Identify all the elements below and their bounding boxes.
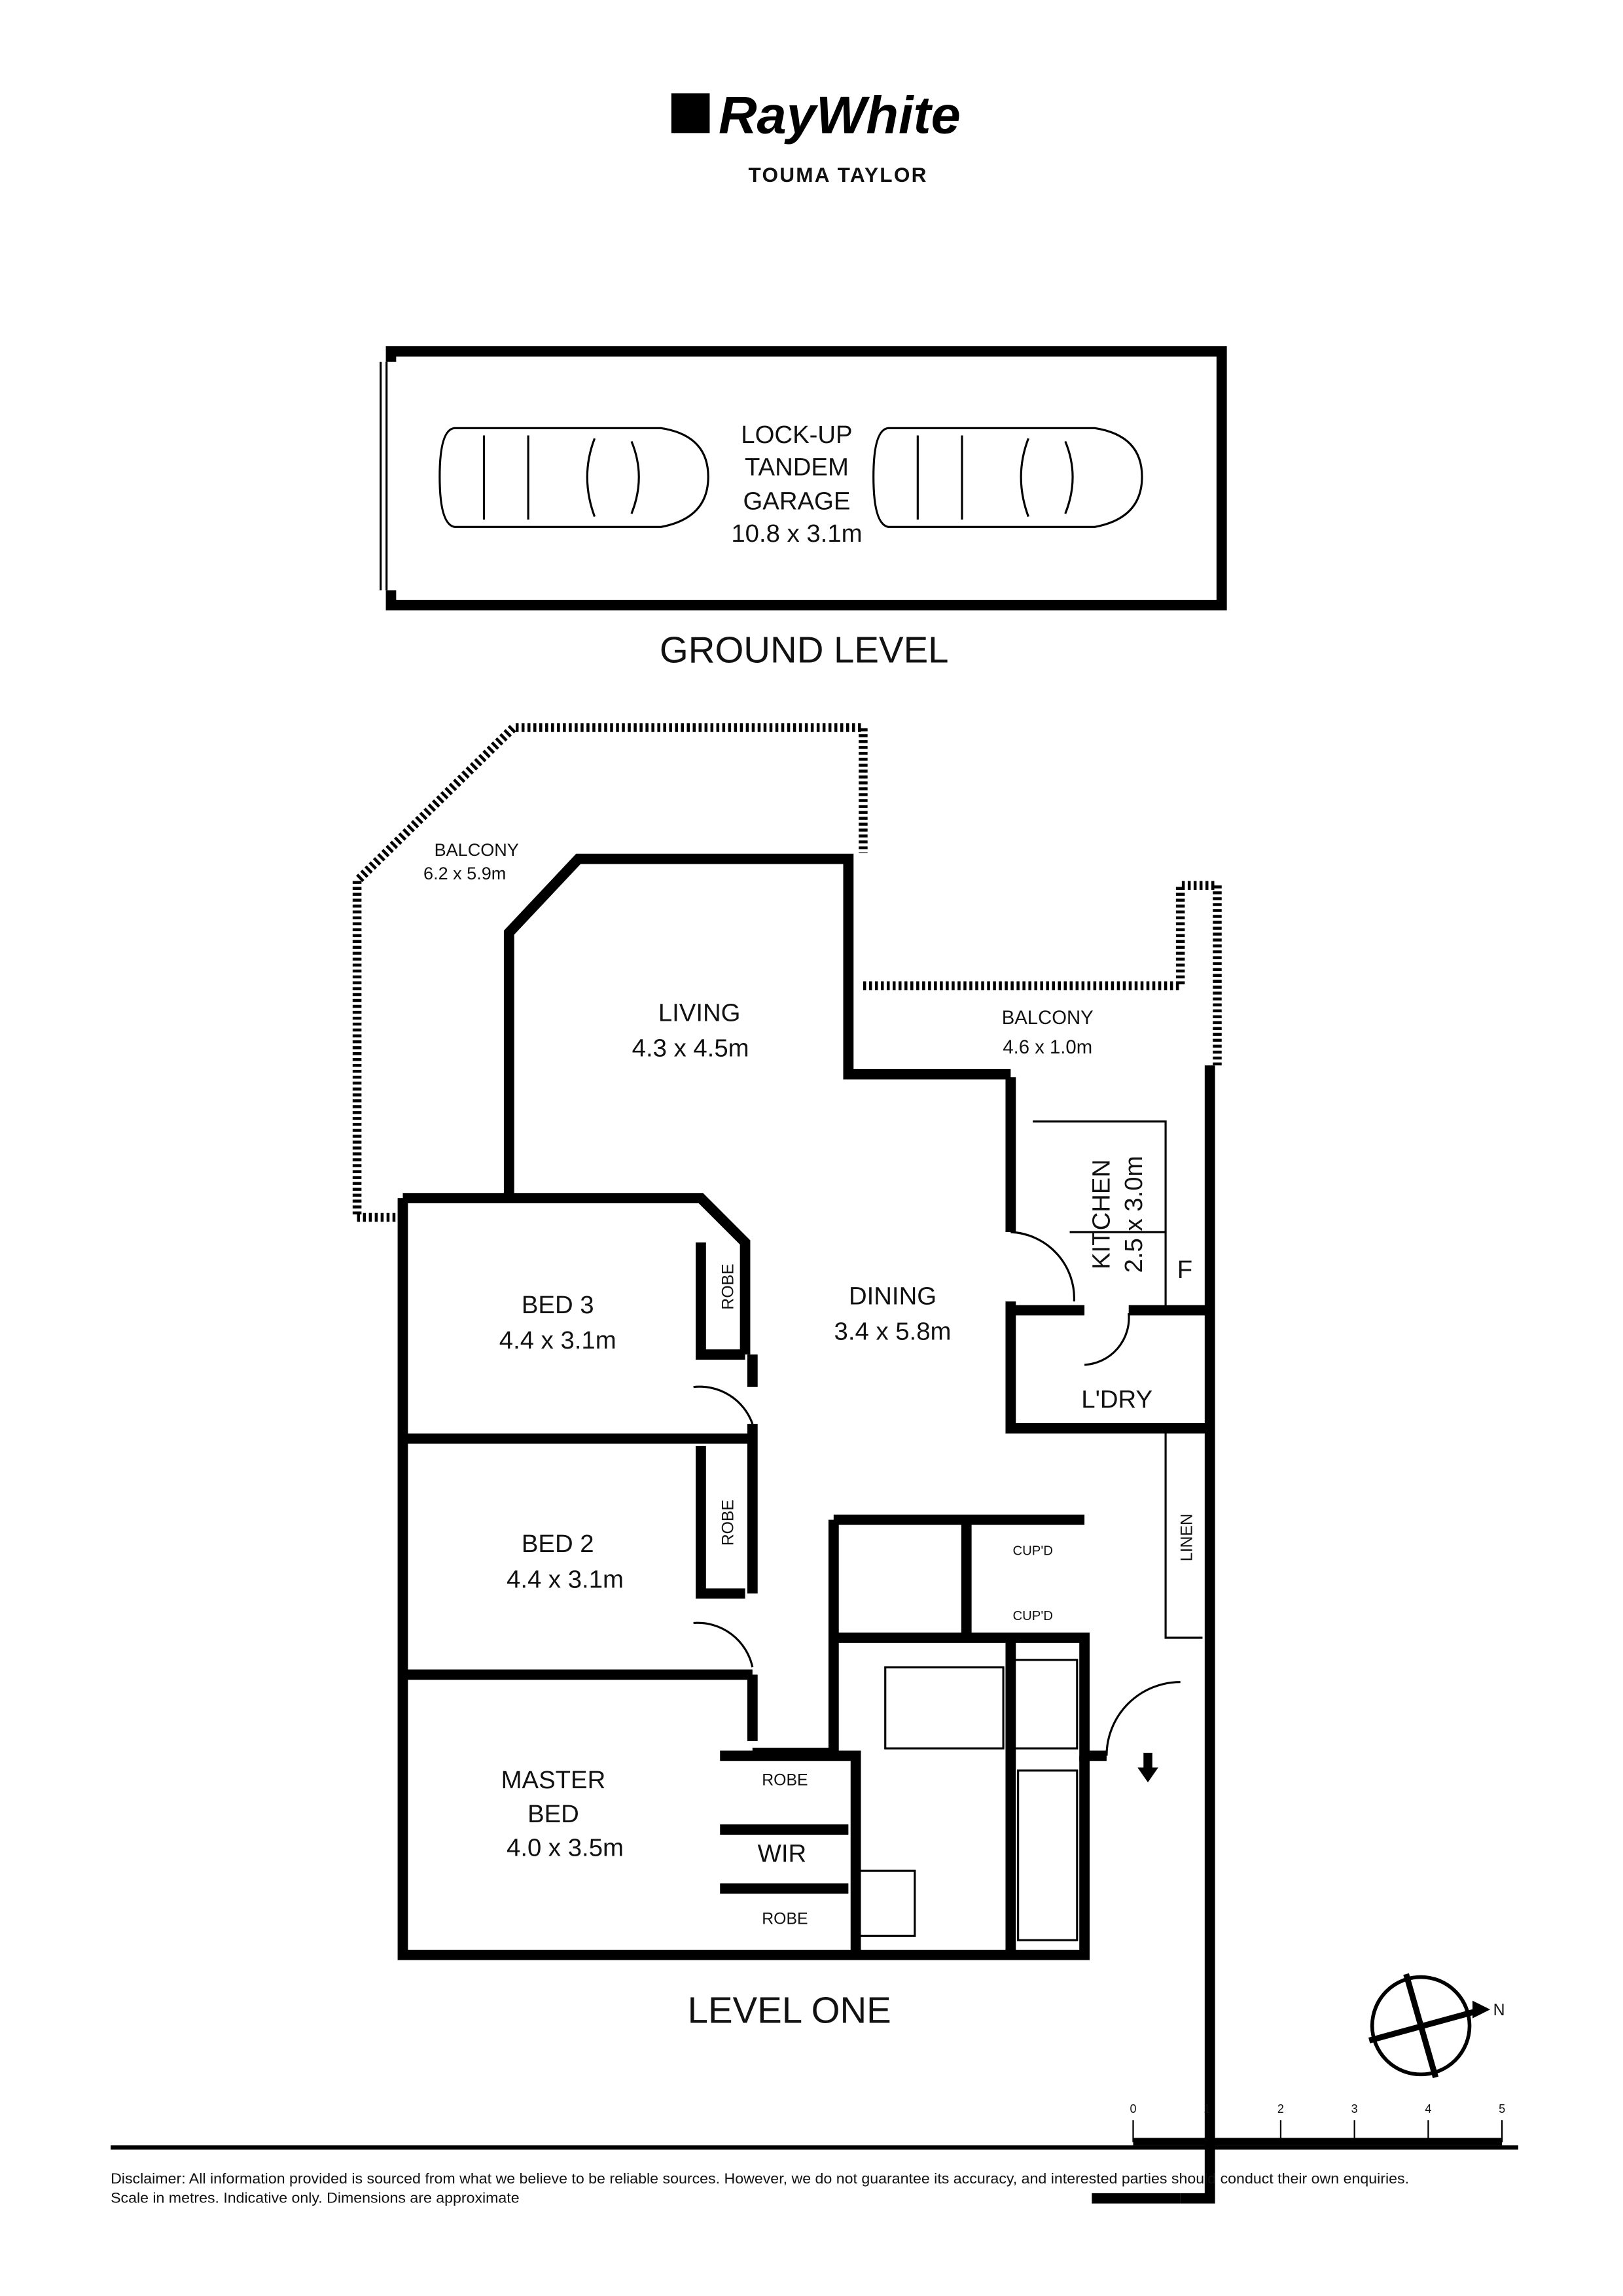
garage-door	[380, 361, 388, 591]
right-outer-wall	[1180, 1065, 1215, 2204]
master-size: 4.0 x 3.5m	[507, 1834, 624, 1862]
wir-label: WIR	[758, 1840, 806, 1868]
bed3-size: 4.4 x 3.1m	[499, 1326, 616, 1354]
bathroom-tiles	[884, 1666, 1005, 1750]
level-one-title: LEVEL ONE	[688, 1989, 891, 2030]
door-swings	[693, 1231, 1181, 1756]
raywhite-logo: RayWhite TOUMA TAYLOR	[671, 86, 961, 186]
garage-label-1: LOCK-UP	[741, 421, 852, 449]
linen-label: LINEN	[1179, 1513, 1196, 1561]
living-name: LIVING	[658, 999, 741, 1027]
balcony-small-balustrade	[863, 881, 1222, 1066]
laundry-label: L'DRY	[1081, 1385, 1152, 1413]
cupboard-label-2: CUP'D	[1013, 1609, 1053, 1623]
balcony-main-balustrade	[352, 723, 868, 1222]
scale-tick-3: 3	[1351, 2102, 1358, 2115]
shower-bath-icon	[851, 1659, 1079, 1941]
garage-label-3: GARAGE	[743, 487, 850, 515]
logo-text: RayWhite	[719, 86, 961, 145]
car-icon	[872, 427, 1143, 528]
fridge-label: F	[1177, 1256, 1192, 1284]
garage-walls	[385, 346, 1227, 610]
bed2-name: BED 2	[522, 1530, 594, 1558]
logo-square	[671, 93, 710, 133]
living-size: 4.3 x 4.5m	[632, 1034, 749, 1063]
compass-icon: N	[1368, 1973, 1505, 2079]
scale-tick-1: 1	[1204, 2102, 1210, 2115]
dining-size: 3.4 x 5.8m	[834, 1318, 952, 1346]
scale-tick-2: 2	[1277, 2102, 1284, 2115]
bedroom-walls	[402, 1242, 758, 1741]
garage: LOCK-UP TANDEM GARAGE 10.8 x 3.1m	[380, 346, 1227, 610]
bed2-size: 4.4 x 3.1m	[507, 1565, 624, 1593]
wet-area-walls	[720, 1514, 1181, 2204]
disclaimer-line-1: Disclaimer: All information provided is …	[111, 2170, 1409, 2187]
garage-size: 10.8 x 3.1m	[731, 520, 862, 548]
north-label: N	[1493, 2002, 1505, 2019]
kitchen-size: 2.5 x 3.0m	[1120, 1156, 1148, 1273]
kitchen-bench	[1033, 1120, 1167, 1306]
level-one-plan: BALCONY 6.2 x 5.9m LIVING 4.3 x 4.5m BAL…	[352, 723, 1222, 2204]
kitchen-name: KITCHEN	[1087, 1159, 1115, 1269]
dining-name: DINING	[849, 1282, 936, 1310]
living-walls	[503, 853, 1011, 1199]
divider-rule	[111, 2145, 1518, 2150]
bed2-robe-label: ROBE	[720, 1500, 738, 1545]
bed3-robe-label: ROBE	[720, 1263, 738, 1309]
office-name: TOUMA TAYLOR	[748, 163, 927, 186]
outer-wall	[397, 1198, 1090, 1960]
bed3-top-wall	[402, 1193, 751, 1355]
scale-tick-5: 5	[1499, 2102, 1505, 2115]
balcony-small-size: 4.6 x 1.0m	[1003, 1036, 1092, 1058]
scale-tick-0: 0	[1130, 2102, 1136, 2115]
master-robe-label-1: ROBE	[762, 1771, 808, 1789]
disclaimer-line-2: Scale in metres. Indicative only. Dimens…	[111, 2190, 520, 2206]
linen-cupboard	[1164, 1431, 1203, 1639]
cupboard-label-1: CUP'D	[1013, 1544, 1053, 1559]
car-icon	[438, 427, 709, 528]
balcony-main-name: BALCONY	[435, 840, 519, 860]
scale-bar: 0 1 2 3 4 5	[1130, 2102, 1505, 2146]
garage-label-2: TANDEM	[745, 453, 849, 481]
balcony-small-name: BALCONY	[1002, 1007, 1094, 1029]
entry-arrow-icon	[1137, 1752, 1158, 1782]
balcony-main-size: 6.2 x 5.9m	[423, 864, 506, 883]
master-name-2: BED	[527, 1800, 579, 1828]
master-name-1: MASTER	[501, 1766, 606, 1794]
master-robe-label-2: ROBE	[762, 1910, 808, 1928]
bed3-name: BED 3	[522, 1291, 594, 1319]
scale-tick-4: 4	[1425, 2102, 1431, 2115]
kitchen-laundry-walls	[1005, 1077, 1210, 1434]
ground-level-title: GROUND LEVEL	[660, 629, 949, 671]
